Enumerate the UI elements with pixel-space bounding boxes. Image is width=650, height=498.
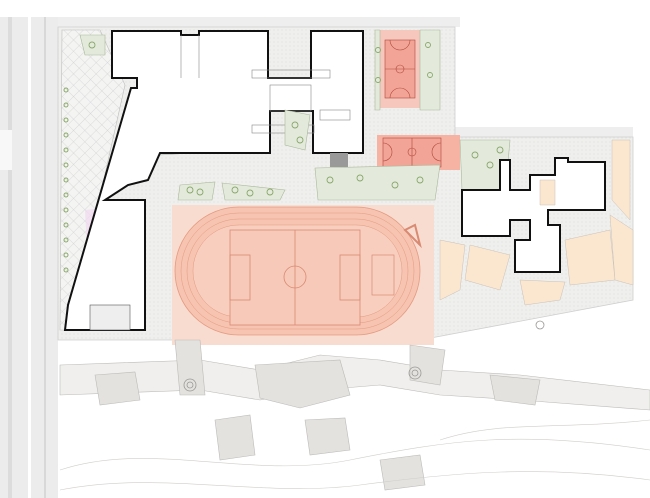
road-west (0, 17, 58, 498)
road-east (455, 127, 633, 137)
football-field (229, 229, 361, 326)
planters (79, 29, 511, 201)
tree-row-west (63, 87, 69, 273)
stairs (89, 304, 131, 331)
round-nodes (183, 320, 545, 392)
basketball-court-north (380, 30, 420, 108)
east-plaza-tiles (439, 139, 634, 306)
river-lines (59, 419, 650, 491)
school-building[interactable] (63, 30, 364, 331)
residential-building[interactable] (461, 157, 606, 273)
basketball-court-south (377, 135, 460, 170)
triangle-marker (403, 223, 422, 249)
long-jump-pit (371, 254, 395, 296)
entrance-steps (330, 153, 348, 167)
trees (88, 41, 504, 197)
south-landscape-paths (59, 339, 650, 491)
building-inner-lines (180, 35, 351, 134)
road-north (58, 17, 460, 27)
